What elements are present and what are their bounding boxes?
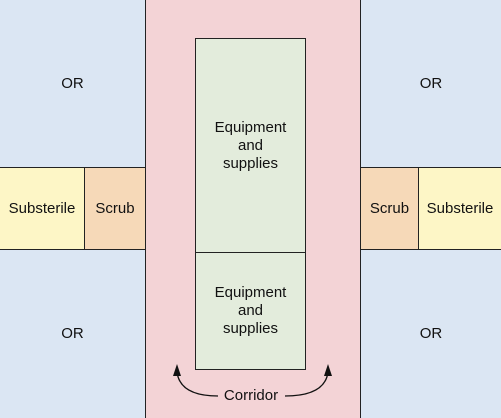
- or-top-right: OR: [360, 0, 501, 168]
- scrub-right-label: Scrub: [369, 199, 410, 217]
- substerile-right-label: Substerile: [426, 199, 494, 217]
- or-bottom-left-label: OR: [61, 325, 84, 342]
- or-top-left-label: OR: [61, 74, 84, 92]
- curved-arrow-up-left-icon: [173, 364, 219, 397]
- or-bottom-right-label: OR: [419, 325, 443, 342]
- equipment-upper: Equipment and supplies: [195, 38, 306, 253]
- substerile-right: Substerile: [418, 167, 501, 250]
- equipment-upper-text: Equipment and supplies: [214, 118, 287, 172]
- corridor-label: Corridor: [223, 387, 279, 404]
- equipment-lower: Equipment and supplies: [195, 252, 306, 370]
- or-top-right-label: OR: [419, 74, 443, 92]
- scrub-right: Scrub: [360, 167, 419, 250]
- substerile-left: Substerile: [0, 167, 85, 250]
- or-top-left: OR: [0, 0, 146, 168]
- substerile-left-label: Substerile: [8, 199, 76, 217]
- curved-arrow-up-right-icon: [284, 364, 332, 397]
- equipment-lower-text: Equipment and supplies: [214, 284, 287, 337]
- scrub-left: Scrub: [84, 167, 146, 250]
- scrub-left-label: Scrub: [95, 199, 135, 217]
